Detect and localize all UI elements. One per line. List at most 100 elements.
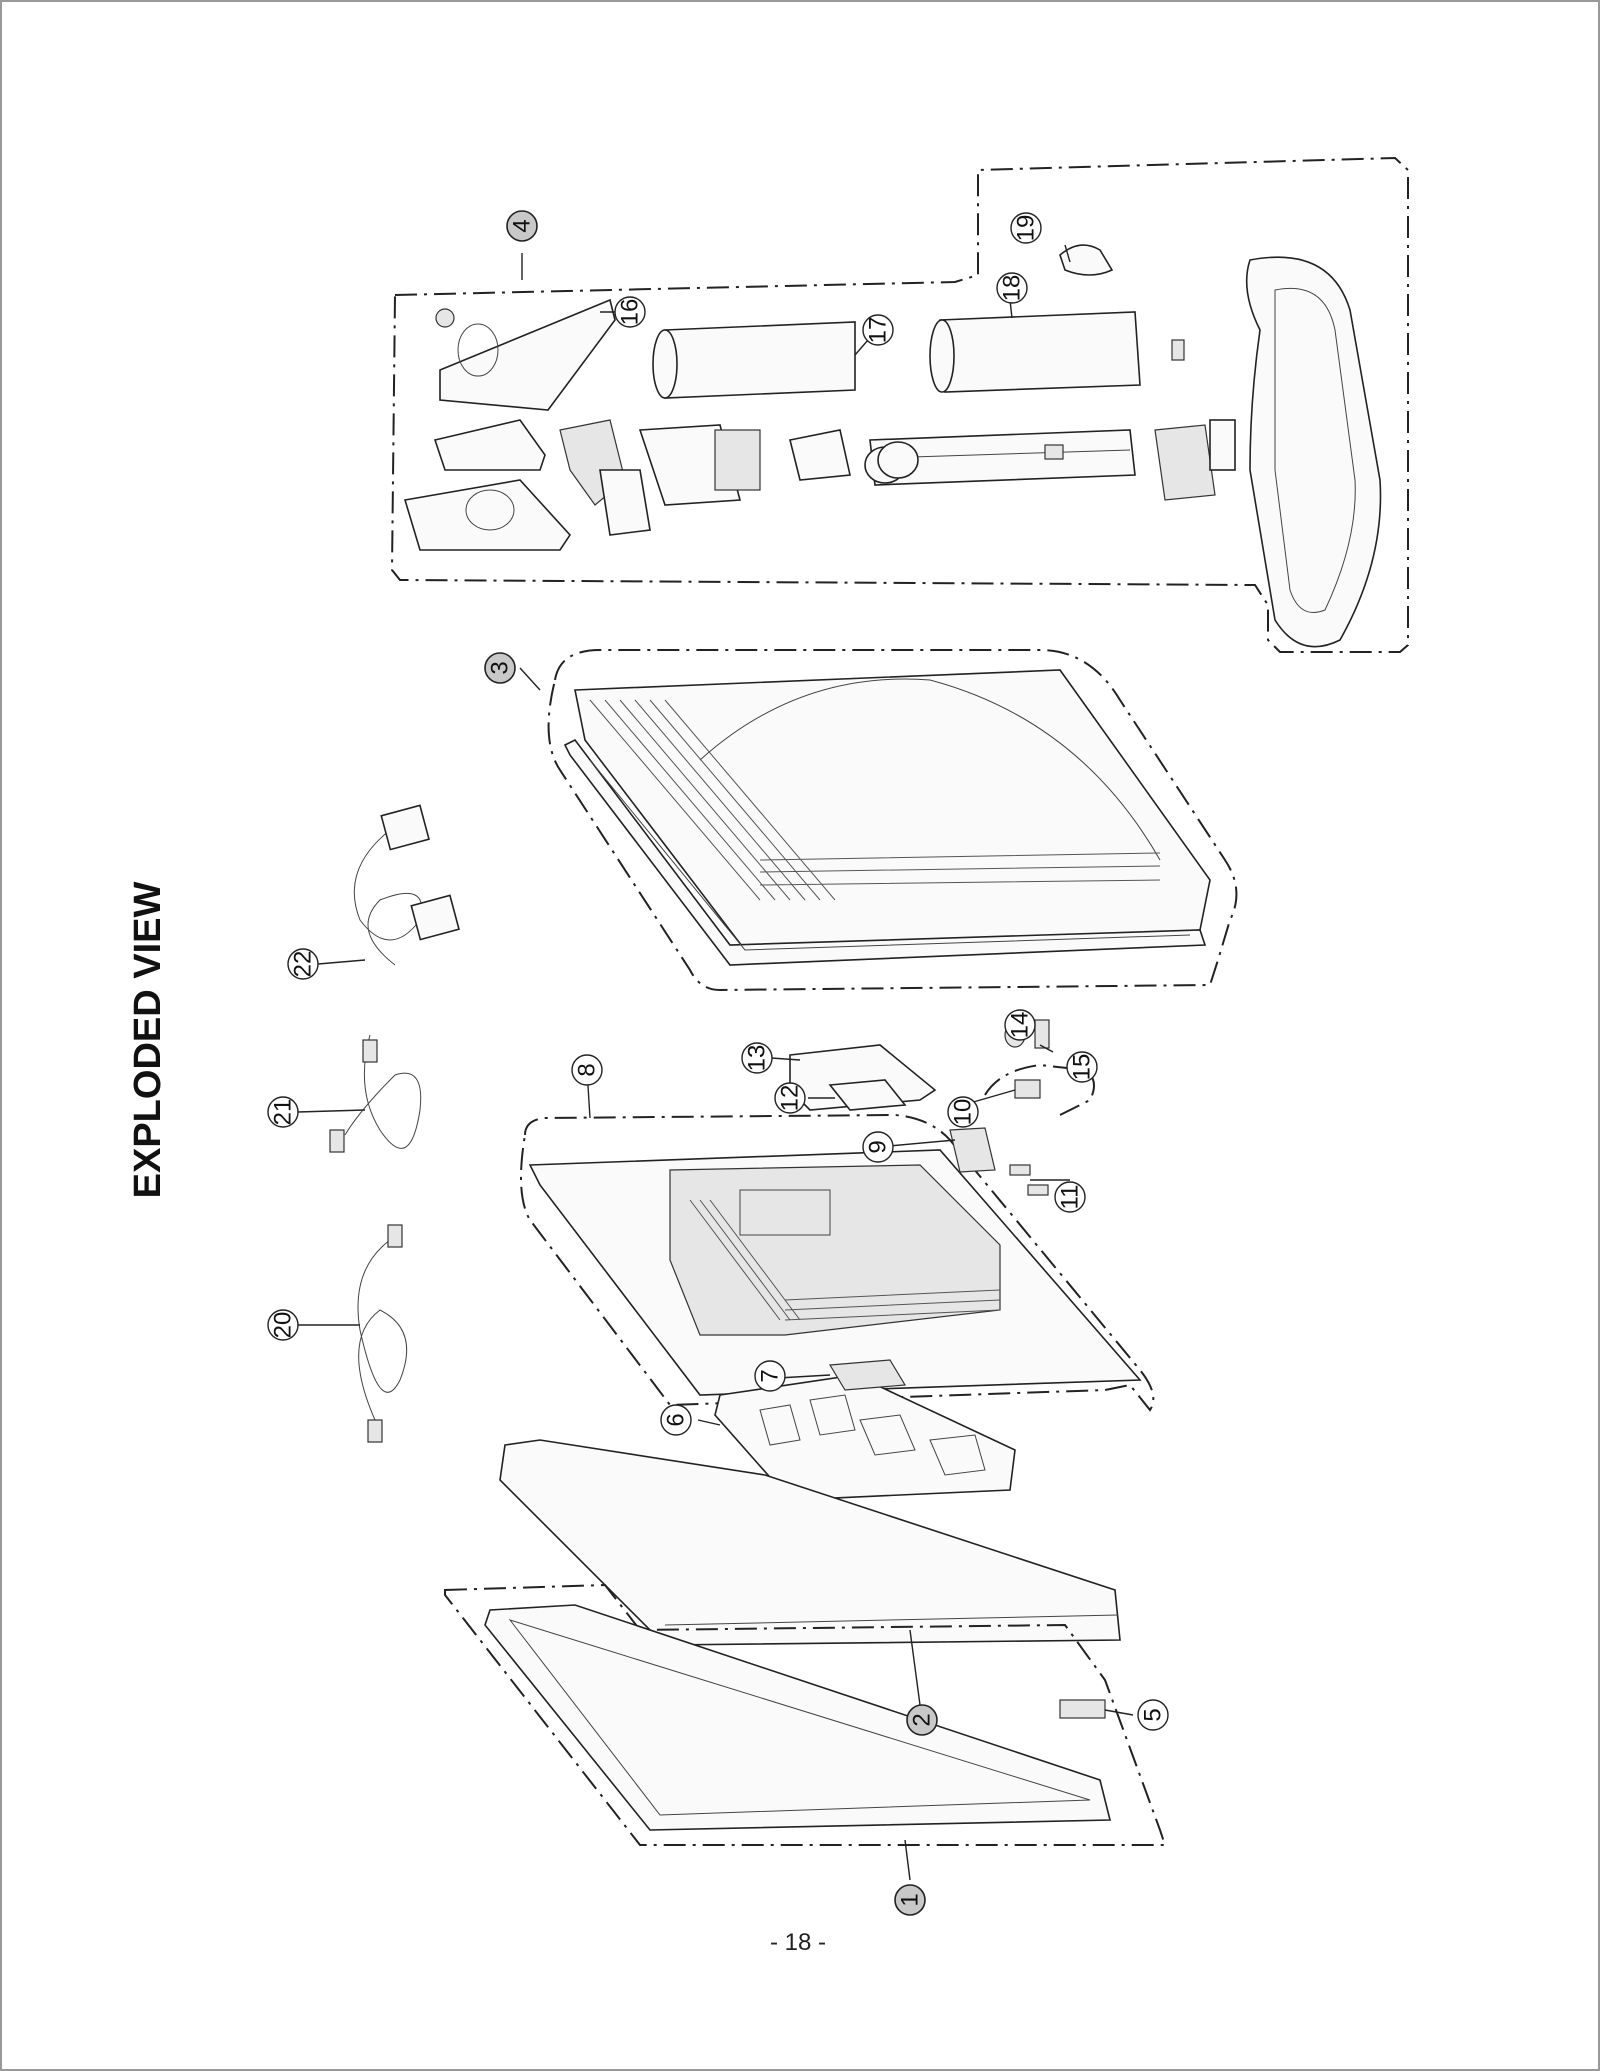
callout-10: 10 [947, 1096, 979, 1128]
spring-11b [1027, 1184, 1049, 1196]
callout-19: 19 [1010, 212, 1042, 244]
cylinder-end-2 [929, 319, 955, 393]
cable-21 [344, 1034, 422, 1149]
page-number: - 18 - [770, 1929, 826, 1956]
svg-text:22: 22 [290, 951, 317, 978]
front-bezel-1-inner [508, 1619, 1091, 1816]
svg-text:3: 3 [487, 661, 514, 674]
stand-hinge-tab [1209, 419, 1236, 471]
svg-text:12: 12 [777, 1085, 804, 1112]
shield-parts [528, 1149, 1142, 1396]
svg-text:11: 11 [1057, 1185, 1084, 1210]
callout-6: 6 [660, 1404, 692, 1436]
part-14-group-boundary [984, 1063, 1095, 1116]
stand-base-bracket [433, 419, 546, 471]
svg-text:8: 8 [574, 1063, 601, 1076]
callout-22: 22 [287, 948, 319, 980]
cable-22-connector-b [410, 894, 460, 941]
callout-5: 5 [1137, 1699, 1169, 1731]
cable-20-plug-a [387, 1224, 403, 1248]
part-10 [1014, 1079, 1041, 1099]
stand-base-cover-hole [457, 323, 499, 377]
cables [329, 804, 460, 1443]
callout-2: 2 [906, 1704, 938, 1736]
tilt-bracket [789, 429, 851, 481]
stand-cap [1059, 244, 1114, 276]
callout-7: 7 [754, 1360, 786, 1392]
rear-cover [574, 669, 1211, 951]
stand-parts [403, 244, 1382, 648]
cylinder-end [652, 329, 678, 399]
svg-text:15: 15 [1069, 1054, 1096, 1081]
callout-12: 12 [774, 1082, 806, 1114]
svg-text:20: 20 [270, 1312, 297, 1339]
front-bezel-parts [484, 1604, 1112, 1831]
callout-8: 8 [571, 1054, 603, 1086]
stand-hinge-block [1154, 424, 1216, 501]
front-bezel-boundary [444, 1583, 1167, 1846]
svg-text:1: 1 [897, 1893, 924, 1906]
cable-22 [353, 829, 422, 966]
stand-base-plate-hole [465, 489, 515, 531]
callout-15: 15 [1066, 1051, 1098, 1083]
callout-16: 16 [614, 296, 646, 328]
callout-11: 11 [1054, 1181, 1086, 1213]
back-cover-parts [563, 669, 1211, 966]
cable-21-plug-b [329, 1129, 345, 1153]
main-shield-box [669, 1164, 1001, 1336]
callout-17: 17 [862, 314, 894, 346]
rail-rings-2 [877, 441, 919, 479]
svg-text:5: 5 [1140, 1708, 1167, 1721]
cable-20-plug-b [367, 1419, 383, 1443]
callout-1: 1 [894, 1884, 926, 1916]
callout-21: 21 [267, 1096, 299, 1128]
callout-3: 3 [484, 652, 516, 684]
stand-base-cover [439, 298, 616, 411]
stand-oval-base-inner [1274, 287, 1356, 613]
svg-text:2: 2 [909, 1713, 936, 1726]
svg-text:19: 19 [1013, 215, 1040, 242]
power-board-7 [828, 1359, 907, 1391]
cable-20 [357, 1239, 408, 1421]
svg-text:21: 21 [270, 1099, 297, 1126]
cable-21-plug-a [362, 1039, 378, 1063]
shield-vent-area [689, 1199, 1001, 1321]
display-panel [589, 759, 1191, 951]
main-board-components [759, 1394, 986, 1476]
callout-4: 4 [506, 210, 538, 242]
svg-text:14: 14 [1007, 1012, 1034, 1039]
board-12 [828, 1079, 907, 1111]
callout-20: 20 [267, 1309, 299, 1341]
connector-9 [949, 1127, 996, 1173]
cable-22-connector-a [380, 804, 430, 851]
stand-screw [1171, 339, 1185, 361]
rail-line [879, 449, 1131, 459]
hinge-bracket [599, 469, 651, 536]
spring-11 [1009, 1164, 1031, 1176]
svg-text:4: 4 [509, 219, 536, 232]
page-title: EXPLODED VIEW [127, 882, 169, 1199]
svg-text:16: 16 [617, 299, 644, 326]
rail-clip [1044, 444, 1064, 460]
svg-text:6: 6 [663, 1413, 690, 1426]
back-cover-boundary [547, 649, 1238, 992]
main-board-group [714, 1359, 1016, 1501]
svg-text:17: 17 [865, 317, 892, 344]
stand-oval-base [1245, 256, 1382, 648]
stand-column-cover-lower [939, 311, 1141, 393]
shield-assembly-boundary [520, 1113, 1155, 1412]
front-bezel [563, 738, 1207, 966]
callout-9: 9 [862, 1131, 894, 1163]
svg-text:9: 9 [865, 1140, 892, 1153]
svg-text:18: 18 [999, 275, 1026, 302]
rear-cover-grill [589, 699, 1161, 901]
callout-14: 14 [1004, 1009, 1036, 1041]
svg-text:13: 13 [744, 1045, 771, 1072]
bezel-badge-5 [1059, 1699, 1106, 1719]
callout-13: 13 [741, 1042, 773, 1074]
screw-part [435, 308, 455, 328]
spring-15 [1034, 1019, 1050, 1049]
svg-text:10: 10 [950, 1099, 977, 1126]
rear-cover-bulge [699, 678, 1161, 861]
